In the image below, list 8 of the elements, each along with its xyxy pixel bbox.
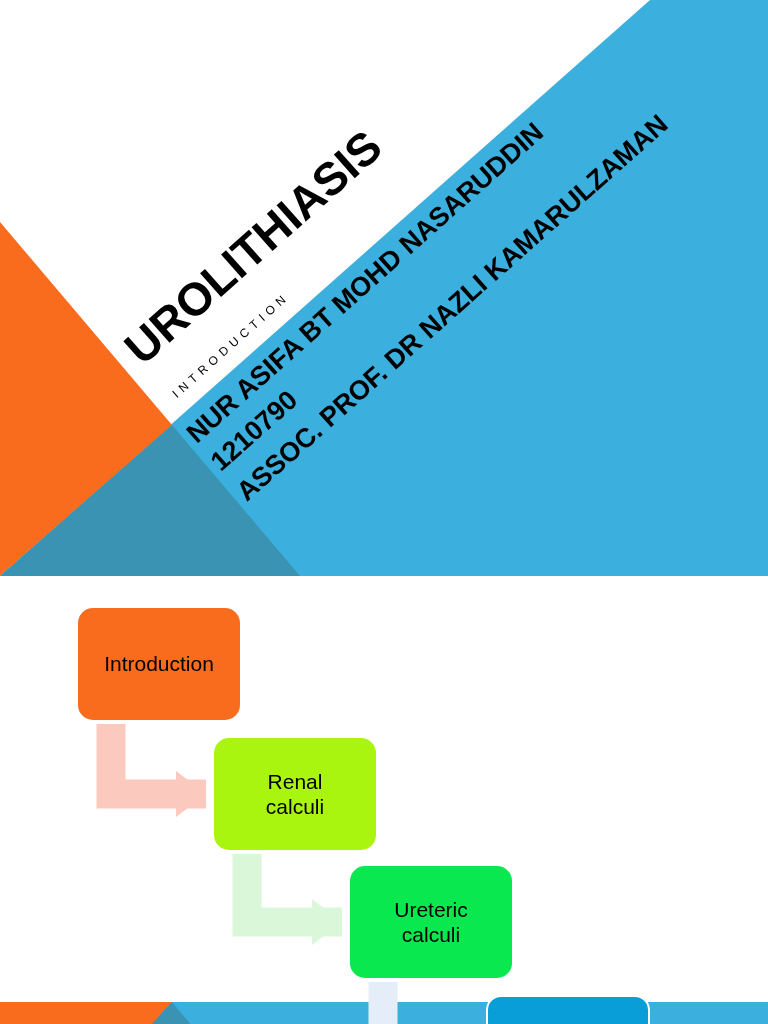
bent-arrow	[96, 724, 206, 817]
process-box	[350, 866, 512, 978]
bent-arrow	[232, 854, 342, 945]
box-label: Introduction	[104, 651, 214, 677]
box-label: Renal calculi	[264, 768, 326, 820]
box-label: Ureteric calculi	[393, 896, 469, 948]
process-box	[214, 738, 376, 850]
process-box	[78, 608, 240, 720]
